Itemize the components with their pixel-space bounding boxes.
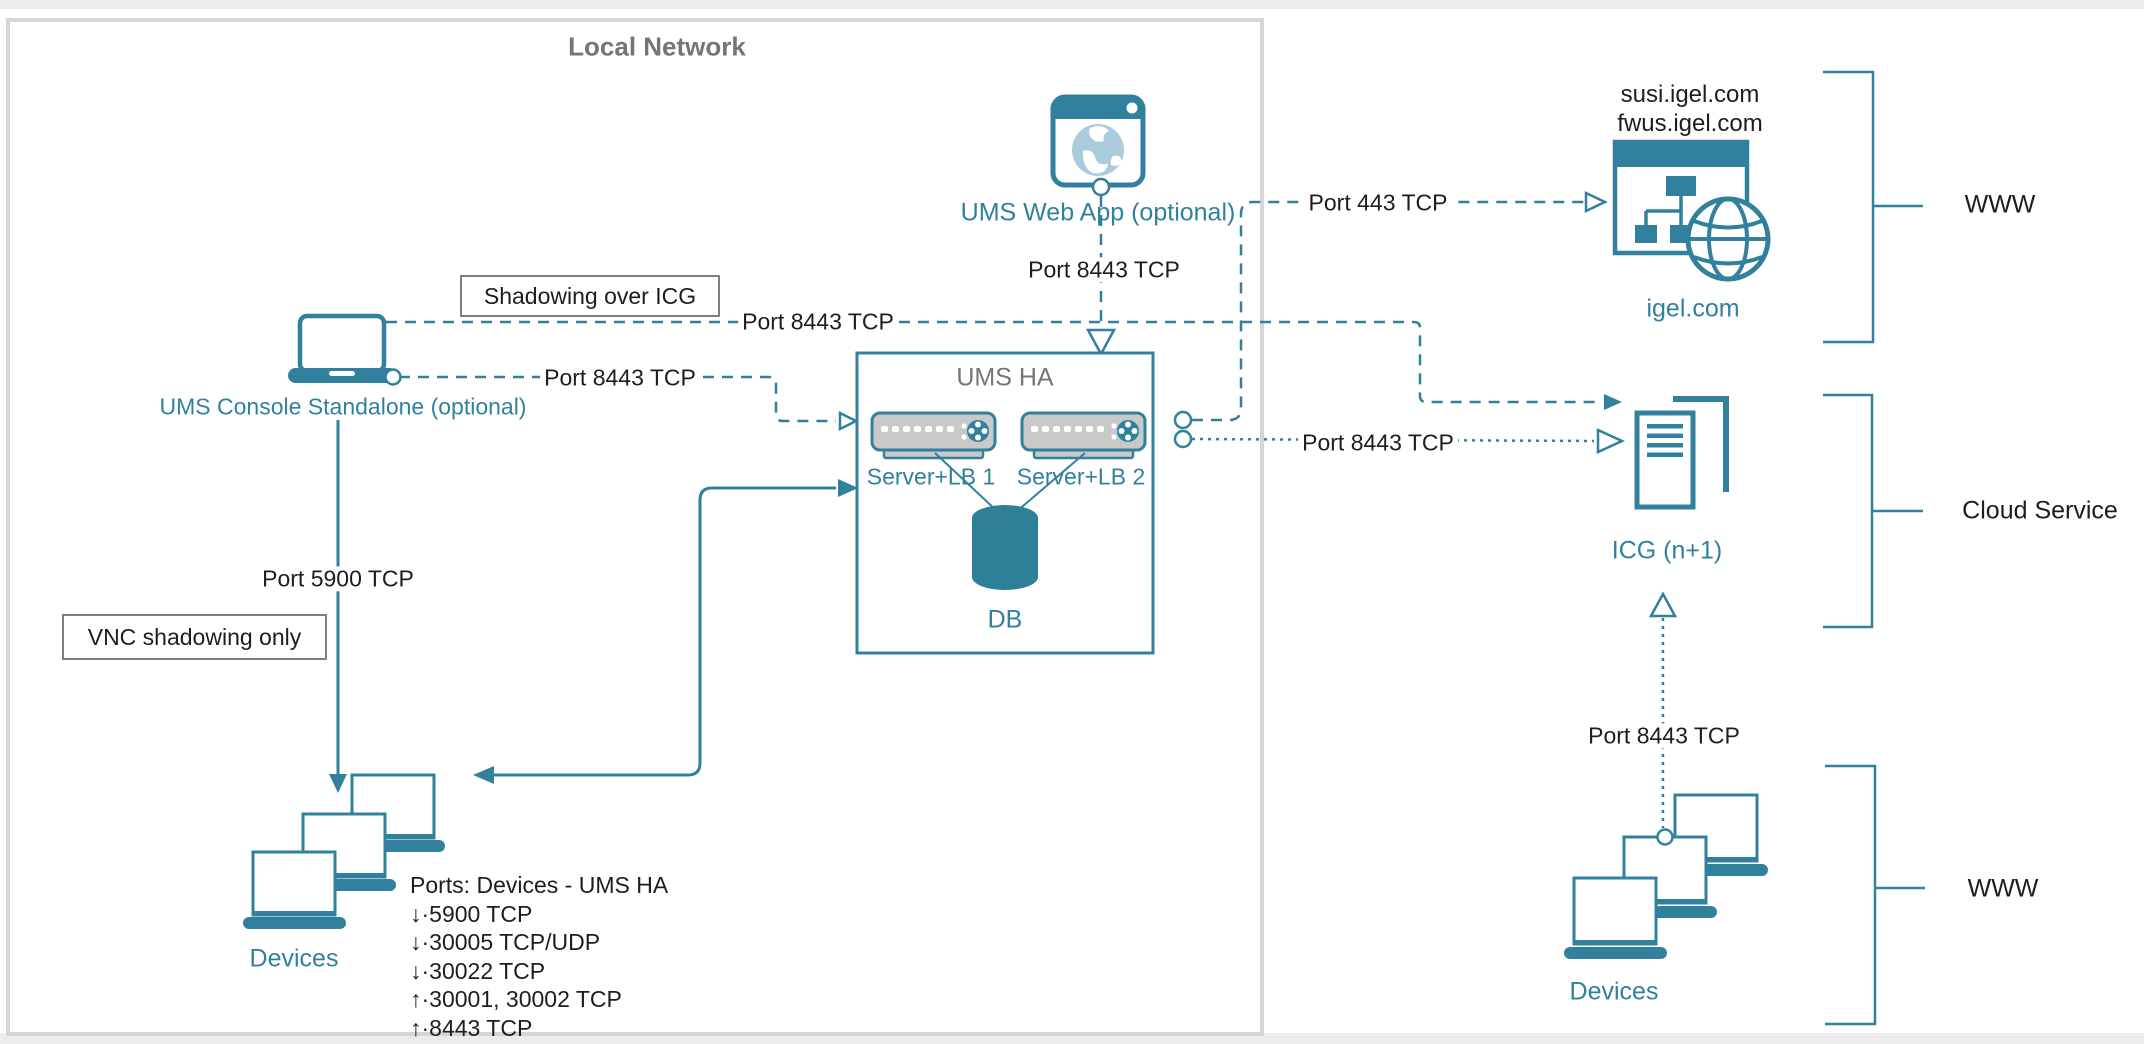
arrow-filled-left-into-devices bbox=[473, 766, 494, 784]
port-8443-console-label: Port 8443 TCP bbox=[540, 365, 700, 391]
ports-list-title: Ports: Devices - UMS HA bbox=[410, 872, 669, 898]
server-lb-2-icon bbox=[1020, 411, 1147, 460]
ums-web-app-icon bbox=[1050, 94, 1146, 197]
igel-domain-susi: susi.igel.com bbox=[1620, 80, 1760, 108]
edge-umsha-to-igel bbox=[1192, 200, 1584, 422]
devices-right-port-circle bbox=[1656, 828, 1674, 846]
igel-com-icon bbox=[1612, 139, 1771, 282]
vnc-shadowing-callout: VNC shadowing only bbox=[62, 614, 327, 660]
arrow-filled-right-into-umsha bbox=[838, 479, 858, 497]
arrow-open-webapp-down bbox=[1085, 328, 1117, 357]
ums-web-app-label: UMS Web App (optional) bbox=[960, 198, 1236, 227]
server-lb-1-label: Server+LB 1 bbox=[866, 463, 996, 490]
arrowheads bbox=[329, 191, 1678, 793]
edge-devices-to-umsha bbox=[478, 486, 836, 777]
ports-list: Ports: Devices - UMS HA ↓·5900 TCP↓·3000… bbox=[410, 871, 669, 1041]
database-icon bbox=[972, 505, 1038, 590]
local-network-title: Local Network bbox=[568, 31, 746, 62]
server-lb-2-label: Server+LB 2 bbox=[1016, 463, 1146, 490]
arrow-filled-down-into-devices bbox=[329, 774, 347, 793]
igel-com-label: igel.com bbox=[1646, 294, 1740, 323]
devices-right-label: Devices bbox=[1569, 977, 1659, 1006]
ums-console-label: UMS Console Standalone (optional) bbox=[159, 393, 527, 420]
ums-ha-box bbox=[855, 351, 1155, 655]
bracket-cloud-service bbox=[1823, 393, 1874, 629]
server-lb-1-icon bbox=[870, 411, 997, 460]
ums-ha-title: UMS HA bbox=[956, 363, 1054, 392]
zone-www-bottom-label: WWW bbox=[1967, 874, 2039, 903]
ports-list-item: ↓·30005 TCP/UDP bbox=[410, 929, 601, 955]
port-8443-devices-label: Port 8443 TCP bbox=[1584, 723, 1744, 749]
zone-brackets bbox=[1823, 70, 1925, 1026]
port-8443-icg-label: Port 8443 TCP bbox=[1298, 430, 1458, 456]
port-8443-webapp-label: Port 8443 TCP bbox=[1024, 257, 1184, 283]
icg-label: ICG (n+1) bbox=[1611, 536, 1723, 565]
devices-left-icon bbox=[243, 773, 445, 929]
top-edge-strip bbox=[0, 0, 2144, 9]
umsha-port-circle-top bbox=[1173, 410, 1193, 430]
arrow-open-into-igel bbox=[1584, 191, 1608, 213]
ports-list-item: ↑·30001, 30002 TCP bbox=[410, 986, 622, 1012]
edge-shadowing-console-to-icg bbox=[386, 320, 1600, 404]
bracket-www-top bbox=[1823, 70, 1875, 344]
ports-list-item: ↓·5900 TCP bbox=[410, 900, 533, 927]
ports-list-item: ↓·30022 TCP bbox=[410, 957, 546, 984]
icg-icon bbox=[1634, 396, 1729, 510]
arrow-filled-into-icg bbox=[1604, 394, 1622, 410]
port-443-label: Port 443 TCP bbox=[1304, 190, 1452, 216]
db-label: DB bbox=[987, 605, 1023, 634]
igel-domain-fwus: fwus.igel.com bbox=[1617, 109, 1763, 137]
edge-console-to-umsha bbox=[399, 375, 836, 423]
umsha-port-circle-bottom bbox=[1173, 429, 1193, 449]
ports-list-item: ↑·8443 TCP bbox=[410, 1014, 533, 1041]
zone-cloud-service-label: Cloud Service bbox=[1962, 496, 2118, 525]
devices-right-icon bbox=[1564, 793, 1768, 959]
shadowing-over-icg-callout: Shadowing over ICG bbox=[460, 275, 720, 317]
port-8443-shadowing-label: Port 8443 TCP bbox=[738, 309, 898, 335]
ums-console-laptop-icon bbox=[288, 313, 402, 386]
arrow-open-into-umsha bbox=[838, 410, 859, 432]
sitemap-icon bbox=[1635, 176, 1696, 243]
arrow-open-up-to-icg bbox=[1648, 591, 1678, 618]
link-server2-db bbox=[1015, 452, 1086, 513]
ports-list-items: ↓·5900 TCP↓·30005 TCP/UDP↓·30022 TCP↑·30… bbox=[410, 900, 668, 1041]
arrow-open-dotted-into-icg bbox=[1596, 428, 1626, 454]
port-5900-label: Port 5900 TCP bbox=[258, 566, 418, 592]
link-server1-db bbox=[934, 452, 999, 513]
zone-www-top-label: WWW bbox=[1964, 190, 2036, 219]
bottom-edge-strip bbox=[0, 1033, 2144, 1044]
devices-left-label: Devices bbox=[249, 944, 339, 973]
bracket-www-bottom bbox=[1825, 764, 1877, 1026]
globe-wire-icon bbox=[1685, 196, 1771, 282]
